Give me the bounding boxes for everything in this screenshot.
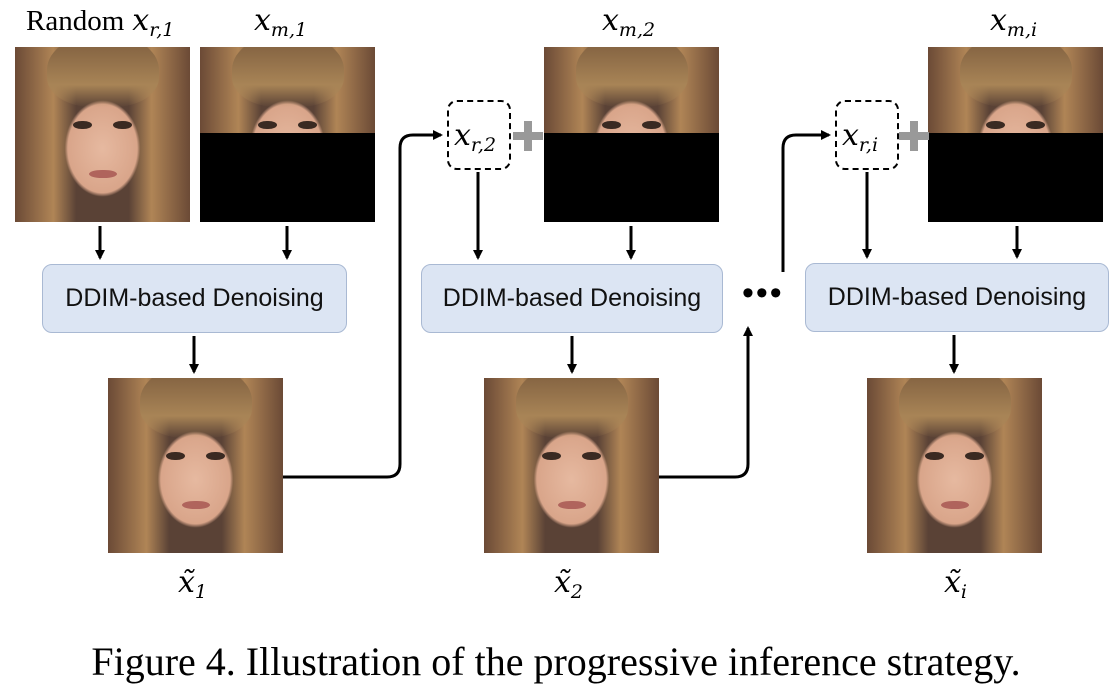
masked-photo-i: [928, 47, 1103, 222]
photo-hair: [46, 47, 159, 107]
label-xm1: xm,1: [254, 6, 307, 40]
mask-region: [544, 132, 719, 222]
ddim-denoising-block-2: DDIM-based Denoising: [421, 264, 723, 333]
xr1-base: x: [132, 3, 150, 38]
outi-sub: i: [960, 581, 967, 603]
photo-eye: [257, 120, 277, 130]
xm1-sub: m,1: [270, 19, 308, 41]
photo-eye: [985, 120, 1005, 130]
photo-mouth: [940, 500, 969, 510]
photo-eye: [165, 451, 185, 461]
xmi-base: x: [990, 3, 1007, 38]
xmi-sub: m,i: [1006, 19, 1038, 41]
dashed-box-xr2: xr,2: [447, 100, 511, 170]
photo-hair: [959, 47, 1072, 107]
xm1-base: x: [254, 3, 271, 38]
label-output-i: x̃i: [944, 568, 967, 602]
photo-hair: [515, 378, 628, 438]
figure-caption: Figure 4. Illustration of the progressiv…: [91, 639, 1021, 684]
photo-eye: [601, 120, 621, 130]
output-photo-1: [108, 378, 283, 553]
photo-eye: [206, 451, 226, 461]
dashed-box-xri: xr,i: [835, 100, 899, 170]
out2-base: x̃: [554, 565, 571, 600]
photo-eye: [924, 451, 944, 461]
photo-hair: [231, 47, 344, 107]
photo-eye: [1026, 120, 1046, 130]
xm2-sub: m,2: [618, 19, 656, 41]
masked-photo-1: [200, 47, 375, 222]
label-xri: xr,i: [842, 121, 878, 155]
photo-eye: [642, 120, 662, 130]
output-photo-2: [484, 378, 659, 553]
label-xmi: xm,i: [990, 6, 1037, 40]
mask-region: [928, 132, 1103, 222]
xri-sub: r,i: [858, 134, 879, 156]
random-word: Random: [26, 5, 125, 37]
photo-mouth: [181, 500, 210, 510]
output-photo-i: [867, 378, 1042, 553]
photo-hair: [139, 378, 252, 438]
feedback-arrow-1: [283, 130, 443, 479]
random-reference-photo: [15, 47, 190, 222]
plus-icon: [899, 121, 929, 151]
photo-eye: [72, 120, 92, 130]
photo-mouth: [557, 500, 586, 510]
ddim-denoising-block-1: DDIM-based Denoising: [42, 264, 347, 333]
photo-hair: [898, 378, 1011, 438]
photo-eye: [113, 120, 133, 130]
label-output-1: x̃1: [178, 568, 207, 602]
xr1-sub: r,1: [149, 19, 175, 41]
xr2-sub: r,2: [470, 134, 497, 156]
xm2-base: x: [602, 3, 619, 38]
photo-mouth: [88, 169, 117, 179]
photo-eye: [541, 451, 561, 461]
ddim-denoising-block-i: DDIM-based Denoising: [805, 263, 1109, 332]
plus-icon: [513, 121, 543, 151]
out1-base: x̃: [178, 565, 195, 600]
outi-base: x̃: [944, 565, 961, 600]
feedback-arrow-2: [659, 326, 753, 479]
label-xr2: xr,2: [454, 121, 496, 155]
mask-region: [200, 132, 375, 222]
photo-hair: [575, 47, 688, 107]
masked-photo-2: [544, 47, 719, 222]
feedback-arrow-3: [781, 130, 831, 272]
ellipsis: •••: [742, 274, 784, 312]
out1-sub: 1: [194, 581, 208, 603]
label-output-2: x̃2: [554, 568, 583, 602]
label-xm2: xm,2: [602, 6, 655, 40]
out2-sub: 2: [570, 581, 584, 603]
xri-base: x: [842, 118, 859, 153]
photo-eye: [582, 451, 602, 461]
photo-eye: [298, 120, 318, 130]
photo-eye: [965, 451, 985, 461]
xr2-base: x: [454, 118, 471, 153]
